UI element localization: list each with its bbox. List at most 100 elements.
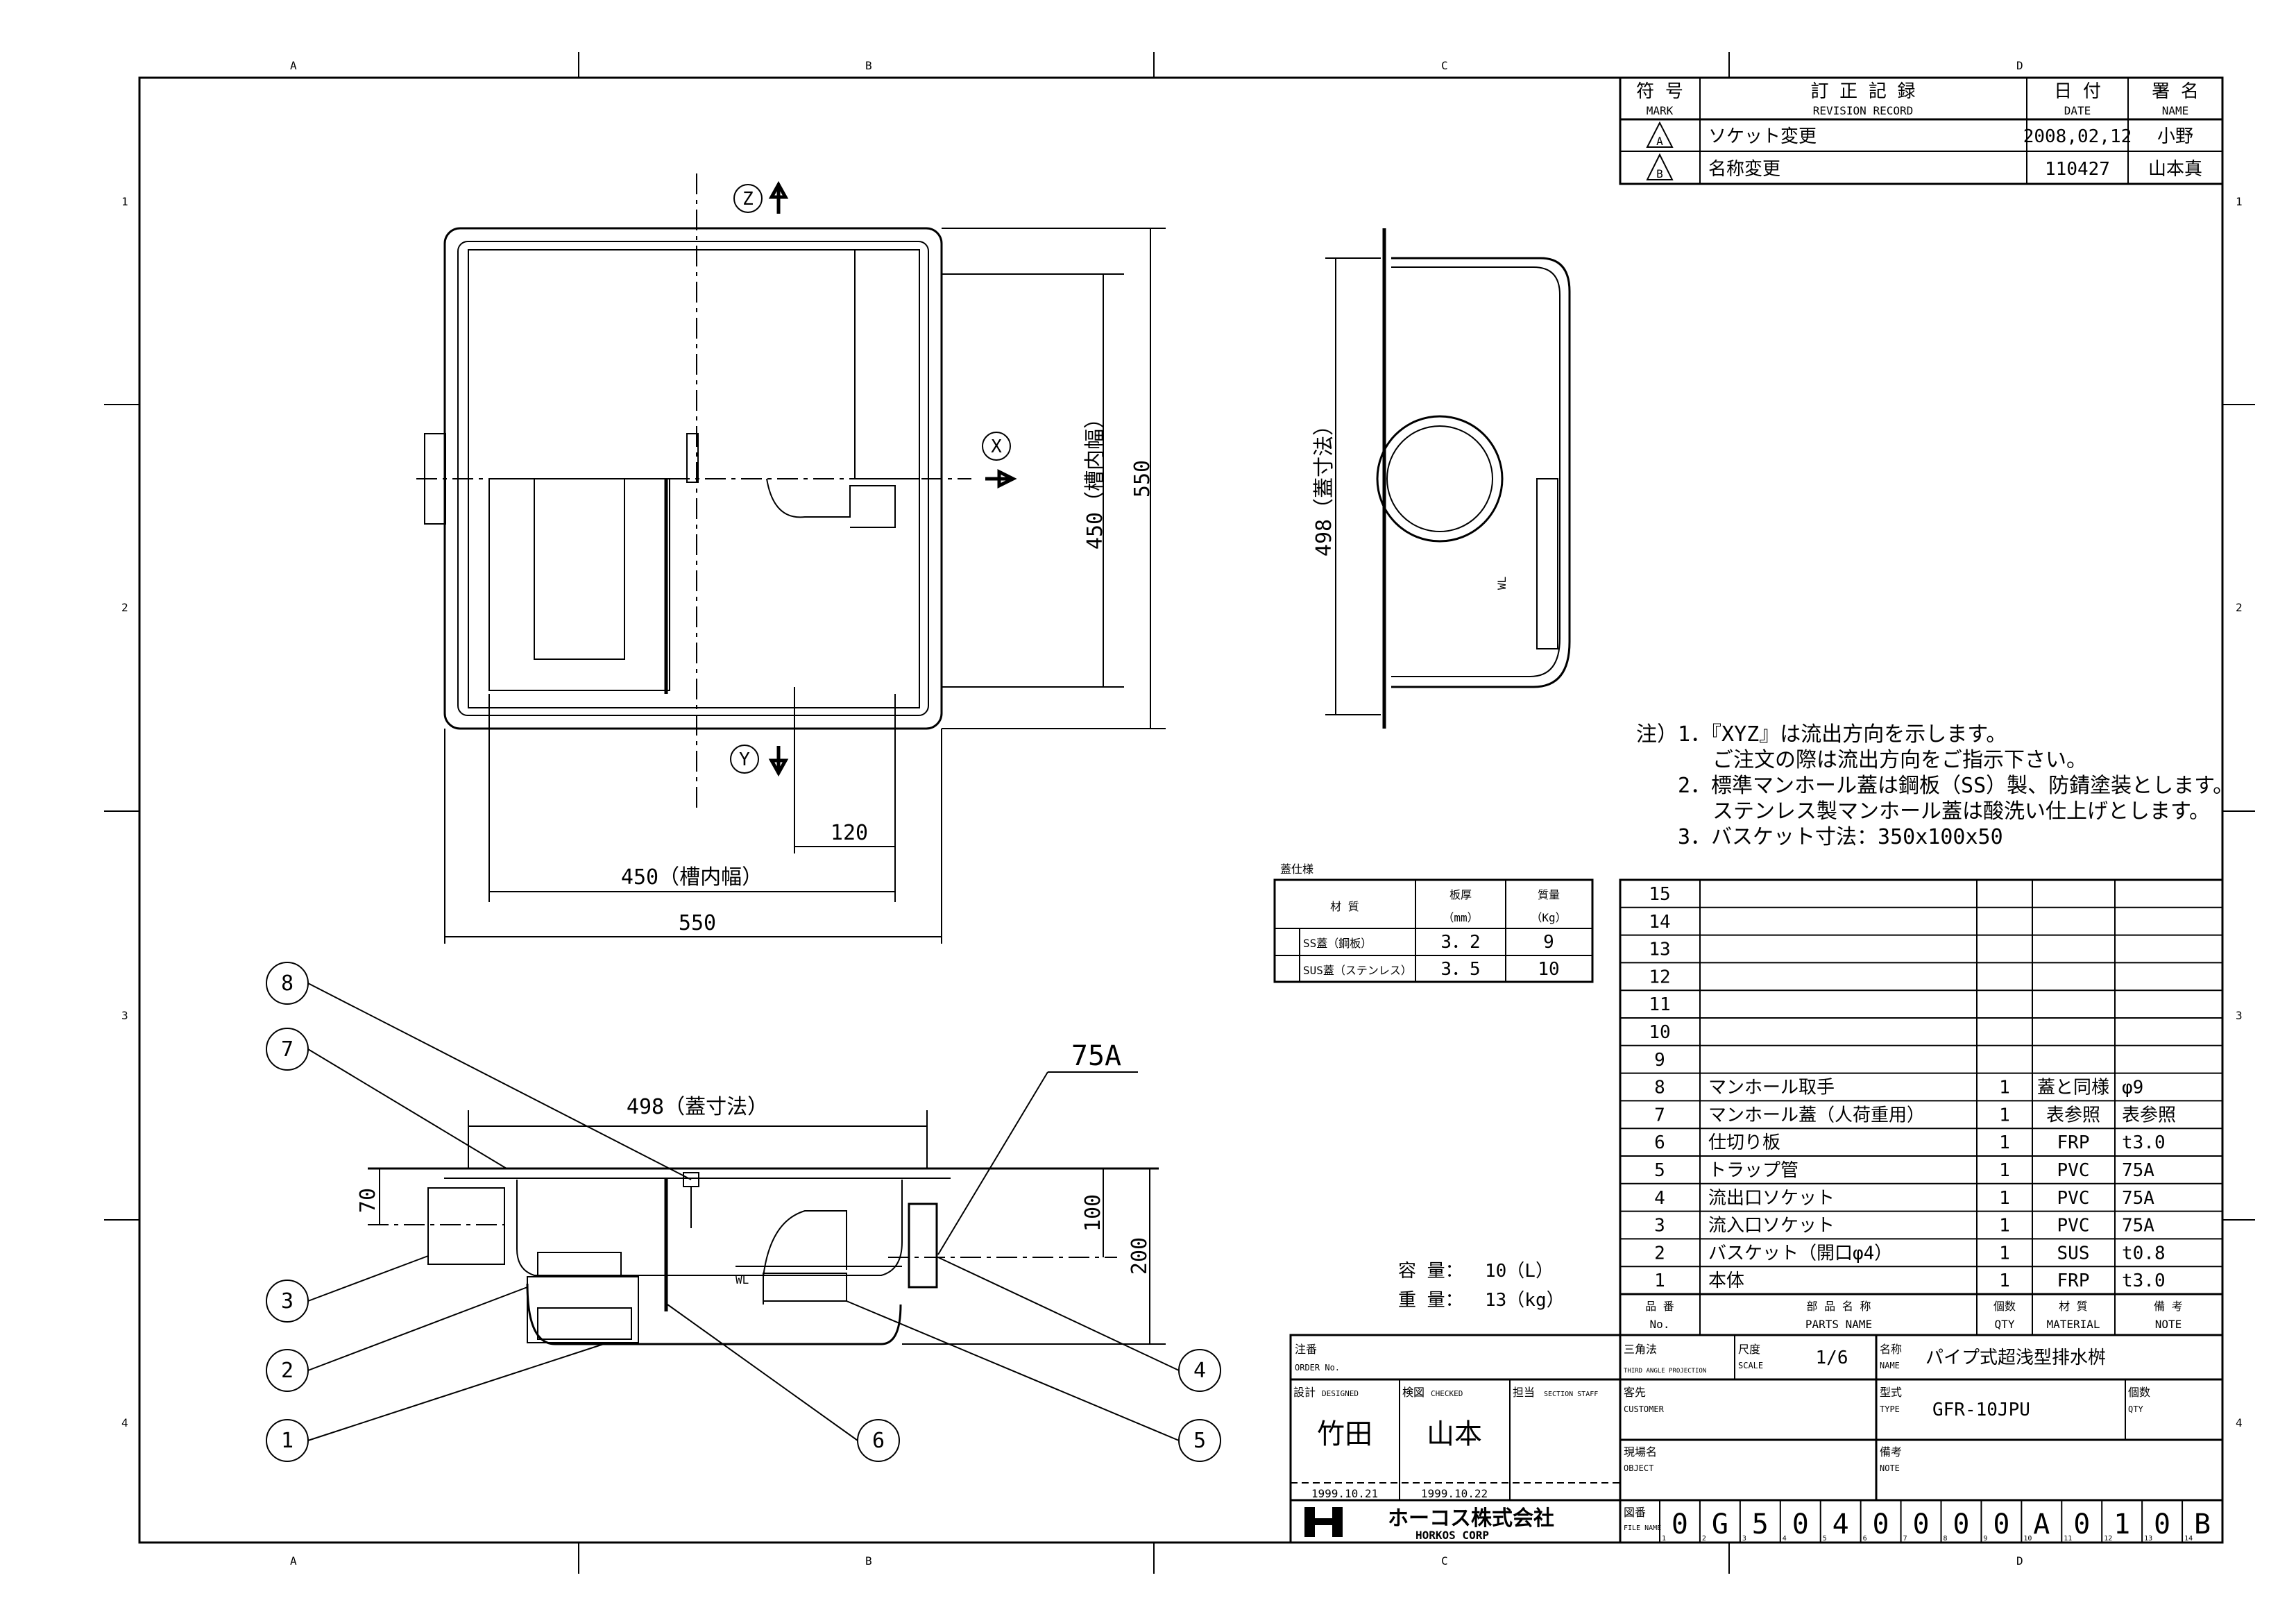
parts-note: φ9	[2122, 1078, 2143, 1098]
drawing-no-index: 9	[1983, 1535, 1987, 1543]
zone-row-1: 1	[121, 195, 128, 208]
drawing-no-digit: 4	[1832, 1509, 1849, 1540]
object-label-en: OBJECT	[1624, 1463, 1653, 1473]
zone-col-c: C	[1441, 59, 1448, 72]
balloon-label: 7	[281, 1037, 294, 1062]
drawing-no-index: 2	[1702, 1535, 1706, 1543]
zone-col-a-bottom: A	[290, 1554, 297, 1567]
rev-mark: B	[1656, 167, 1663, 180]
top-view: Z X Y 450（槽内幅） 550 120 450（槽内幅） 550	[416, 173, 1166, 944]
trap-pipe-section	[763, 1210, 847, 1305]
parts-qty: 1	[1999, 1078, 2010, 1098]
parts-header-material: 材 質	[2059, 1300, 2088, 1313]
parts-no: 14	[1649, 912, 1670, 933]
rev-header-record: 訂 正 記 録	[1811, 81, 1916, 102]
drawing-no-index: 3	[1742, 1535, 1746, 1543]
revision-triangle-icon	[1646, 121, 1674, 148]
direction-y-marker	[730, 745, 759, 774]
rev-name: 山本真	[2148, 159, 2202, 180]
section-label-en: SECTION STAFF	[1544, 1391, 1598, 1398]
parts-name: 流入口ソケット	[1708, 1216, 1835, 1237]
parts-row: 15	[1649, 884, 1670, 905]
parts-header-note: 備 考	[2154, 1300, 2183, 1313]
drawing-no-digit: 5	[1752, 1509, 1769, 1540]
balloon-4: 4	[937, 1257, 1221, 1392]
lid-header-mass-unit: （Kg）	[1531, 911, 1566, 924]
drawing-no-index: 5	[1823, 1535, 1827, 1543]
parts-header-no: 品 番	[1645, 1300, 1674, 1313]
direction-y-label: Y	[739, 749, 750, 770]
weight-label: 重 量：	[1398, 1290, 1463, 1311]
order-label-en: ORDER No.	[1295, 1363, 1340, 1373]
parts-note: 表参照	[2122, 1105, 2176, 1125]
parts-qty: 1	[1999, 1216, 2010, 1237]
inlet-socket-section	[427, 1187, 505, 1265]
parts-no: 11	[1649, 994, 1670, 1015]
lid-row-mass: 9	[1543, 932, 1554, 953]
company-name-en: HORKOS CORP	[1415, 1529, 1489, 1542]
company-name: ホーコス株式会社	[1388, 1506, 1554, 1531]
arrow-right-icon	[985, 468, 1017, 489]
parts-material: 蓋と同様	[2037, 1078, 2109, 1098]
qty-label: 個数	[2128, 1386, 2150, 1399]
rev-date: 2008,02,12	[2023, 126, 2132, 147]
zone-row-2: 2	[121, 601, 128, 614]
balloon-label: 3	[281, 1289, 294, 1314]
zone-col-c-bottom: C	[1441, 1554, 1448, 1567]
section-label: 担当	[1513, 1386, 1535, 1399]
rev-header-name: 署 名	[2152, 81, 2199, 102]
drawing-no-index: 12	[2104, 1535, 2112, 1543]
parts-note: 75A	[2122, 1188, 2154, 1209]
product-name: パイプ式超浅型排水桝	[1925, 1348, 2106, 1368]
parts-no: 2	[1654, 1243, 1665, 1264]
designed-date: 1999.10.21	[1311, 1487, 1378, 1500]
drawing-no-digit: A	[2033, 1509, 2050, 1540]
pipe-size-label: 75A	[1071, 1040, 1121, 1072]
zone-row-1-right: 1	[2236, 195, 2243, 208]
dim-offset-120: 120	[831, 821, 868, 845]
designer-name: 竹田	[1317, 1418, 1372, 1450]
zone-row-3: 3	[121, 1009, 128, 1022]
lid-header-material: 材 質	[1330, 900, 1359, 913]
drawing-no-digit: 0	[1953, 1509, 1969, 1540]
parts-qty: 1	[1999, 1160, 2010, 1181]
zone-row-3-right: 3	[2236, 1009, 2243, 1022]
parts-header-no-en: No.	[1650, 1318, 1670, 1331]
projection-label: 三角法	[1624, 1343, 1657, 1356]
object-label: 現場名	[1624, 1445, 1657, 1459]
direction-x-label: X	[991, 436, 1002, 457]
customer-label: 客先	[1624, 1386, 1646, 1399]
drawing-no-digit: 0	[1993, 1509, 2009, 1540]
drawing-no-digit: 0	[1912, 1509, 1929, 1540]
drawing-no-index: 8	[1944, 1535, 1948, 1543]
manhole-handle	[686, 433, 699, 483]
notes-prefix: 注）	[1636, 722, 1678, 747]
balloon-label: 5	[1193, 1429, 1206, 1453]
parts-row: 14	[1620, 906, 2222, 933]
arrow-down-icon	[768, 746, 789, 777]
designed-label: 設計	[1293, 1386, 1316, 1399]
zone-col-b-bottom: B	[865, 1554, 872, 1567]
rev-header-date-en: DATE	[2064, 104, 2091, 117]
note-line: 2．標準マンホール蓋は鋼板（SS）製、防錆塗装とします。	[1678, 774, 2234, 798]
note-line: ステンレス製マンホール蓋は酸洗い仕上げとします。	[1712, 799, 2210, 824]
balloon-label: 2	[281, 1359, 294, 1383]
basket-side	[1536, 478, 1558, 649]
drawing-no-digit: 0	[1792, 1509, 1809, 1540]
rev-header-date: 日 付	[2054, 81, 2101, 102]
parts-name: トラップ管	[1708, 1160, 1798, 1181]
drawing-no-digit: 0	[2073, 1509, 2090, 1540]
parts-note: t3.0	[2122, 1271, 2166, 1291]
drawing-no-digit: G	[1712, 1509, 1728, 1540]
customer-label-en: CUSTOMER	[1624, 1404, 1665, 1414]
drawing-no-index: 6	[1863, 1535, 1867, 1543]
dim-outer-vertical: 550	[1130, 460, 1155, 498]
type-value: GFR-10JPU	[1932, 1400, 2030, 1420]
lid-spec-table: 蓋仕様 材 質 板厚 （mm） 質量 （Kg） SS蓋（鋼板） 3．2 9 SU…	[1273, 863, 1594, 983]
note-line: 3．バスケット寸法：350x100x50	[1678, 825, 2003, 849]
dim-100: 100	[1081, 1194, 1105, 1232]
